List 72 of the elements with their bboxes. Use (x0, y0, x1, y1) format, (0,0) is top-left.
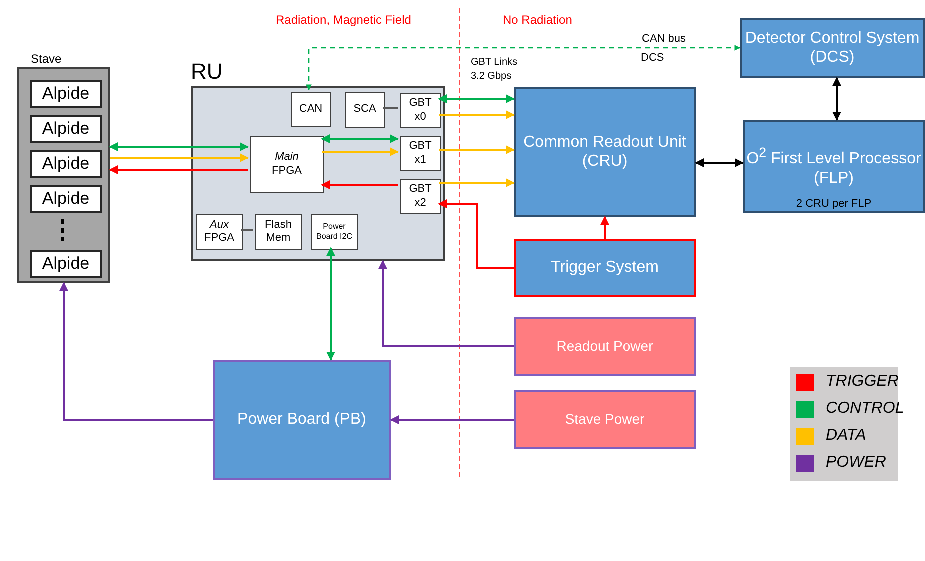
connector-arrow (438, 200, 514, 269)
connector-arrow (600, 216, 610, 239)
node-label: Alpide (42, 154, 90, 174)
connector-arrow (439, 110, 515, 120)
component-box (250, 136, 324, 193)
connector-arrow (439, 178, 515, 188)
node-label: Alpide (42, 118, 90, 140)
process-box (514, 87, 696, 217)
power-supply-box (514, 390, 696, 449)
text-label: DCS (641, 51, 664, 66)
chip-box (30, 250, 102, 278)
node-label: Power Board (PB) (238, 410, 366, 430)
node-label: Readout Power (556, 338, 654, 355)
node-label: SCA (354, 103, 376, 117)
node-label: Aux FPGA (204, 218, 236, 246)
text-label: Radiation, Magnetic Field (276, 12, 412, 28)
node-label: Trigger System (551, 258, 659, 278)
chip-box (30, 150, 102, 178)
node-label: GBT x0 (408, 97, 433, 124)
text-label: GBT Links 3.2 Gbps (471, 56, 518, 83)
node-label: Alpide (42, 188, 90, 210)
connector-arrow (109, 142, 249, 152)
connector-arrow (110, 154, 249, 162)
component-box (345, 92, 385, 128)
process-box (514, 239, 696, 297)
legend-label: POWER (826, 454, 886, 472)
node-label: GBT x2 (408, 183, 433, 210)
process-box (213, 360, 391, 480)
connector-arrow (378, 260, 514, 347)
component-box (196, 214, 243, 250)
process-box (743, 120, 925, 213)
chip-box (30, 80, 102, 108)
connector-arrow (390, 416, 514, 424)
node-label: Detector Control System (DCS) (744, 28, 921, 68)
connector-arrow (326, 247, 336, 361)
panel-heading: Stave (31, 52, 62, 66)
node-label: CAN (299, 102, 323, 116)
node-label: Common Readout Unit (CRU) (522, 132, 688, 172)
panel-heading: RU (191, 58, 223, 85)
connector-arrow (60, 282, 213, 421)
process-box (740, 18, 925, 78)
connector-arrow (109, 166, 248, 174)
legend-label: DATA (826, 427, 866, 445)
node-label: Power Board I2C (315, 222, 354, 242)
power-supply-box (514, 317, 696, 376)
legend-label: CONTROL (826, 400, 904, 418)
connector-arrow (438, 94, 515, 104)
connector-arrow (321, 180, 398, 190)
component-box (400, 93, 441, 128)
component-box (400, 179, 441, 214)
note-text: 2 CRU per FLP (795, 198, 873, 210)
connector-arrow (322, 148, 399, 156)
connector-arrow (439, 146, 515, 154)
chip-box (30, 115, 102, 143)
connector-arrow (306, 45, 741, 91)
connector-arrow (695, 158, 744, 168)
node-label: Stave Power (565, 411, 645, 428)
component-box (400, 136, 441, 171)
component-box (291, 92, 331, 127)
component-box (255, 214, 302, 250)
node-label: GBT x1 (408, 140, 433, 167)
chip-box (30, 185, 102, 213)
node-label: O$^{2}$ First Level Processor (FLP) (746, 145, 922, 188)
node-label: Alpide (42, 84, 90, 104)
component-box (311, 214, 358, 250)
node-label: Main FPGA (271, 151, 303, 178)
node-label: Flash Mem (264, 218, 293, 246)
legend-label: TRIGGER (826, 373, 899, 391)
connector-arrow (832, 77, 842, 121)
text-label: No Radiation (503, 12, 572, 28)
node-label: Alpide (42, 254, 90, 274)
connector-arrow (321, 134, 399, 144)
